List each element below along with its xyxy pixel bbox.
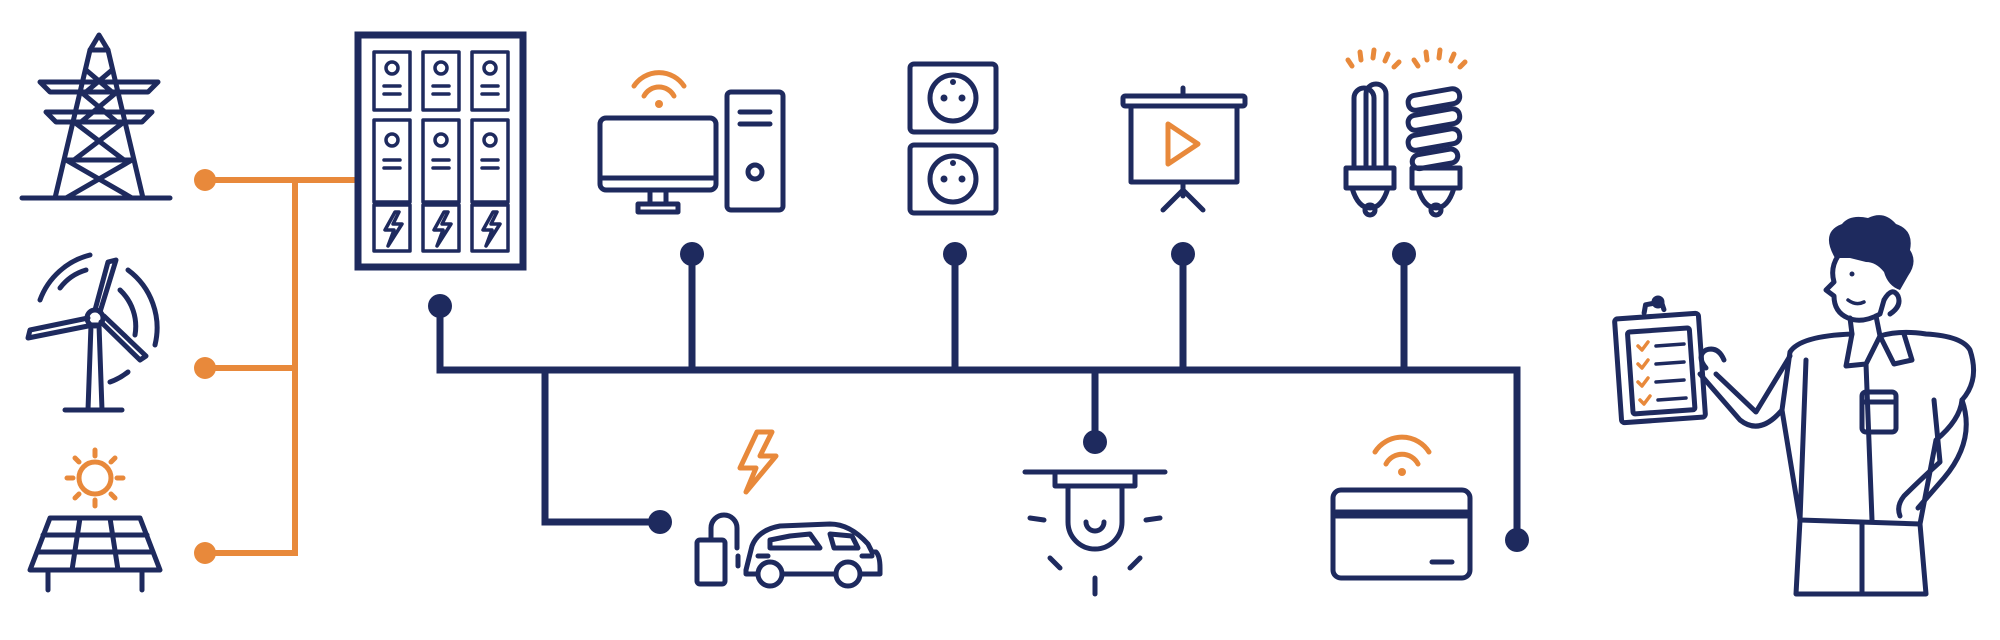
ceiling-lamp-icon (1022, 469, 1168, 597)
distribution-panel-icon (354, 31, 527, 271)
power-outlet-icon (907, 61, 999, 216)
computer-wifi-icon (597, 70, 786, 215)
technician-with-clipboard-icon (1612, 215, 1977, 597)
outlet-node (943, 242, 967, 266)
source-node-wind (194, 357, 216, 379)
projector-node (1171, 242, 1195, 266)
card-reader-node (1505, 528, 1529, 552)
ev-charger-car-icon (694, 429, 883, 589)
bulbs-node (1392, 242, 1416, 266)
load-bus (428, 242, 1529, 552)
computer-node (680, 242, 704, 266)
panel-node (428, 294, 452, 318)
source-bus (194, 169, 358, 564)
ev-node (648, 510, 672, 534)
light-bulbs-icon (1343, 47, 1468, 218)
smart-card-reader-icon (1330, 434, 1473, 581)
source-node-solar (194, 542, 216, 564)
solar-panel-icon (27, 447, 163, 593)
power-pylon-icon (19, 32, 173, 201)
projector-screen-icon (1120, 85, 1248, 213)
lamp-node (1083, 430, 1107, 454)
wind-turbine-icon (25, 252, 160, 413)
source-node-pylon (194, 169, 216, 191)
